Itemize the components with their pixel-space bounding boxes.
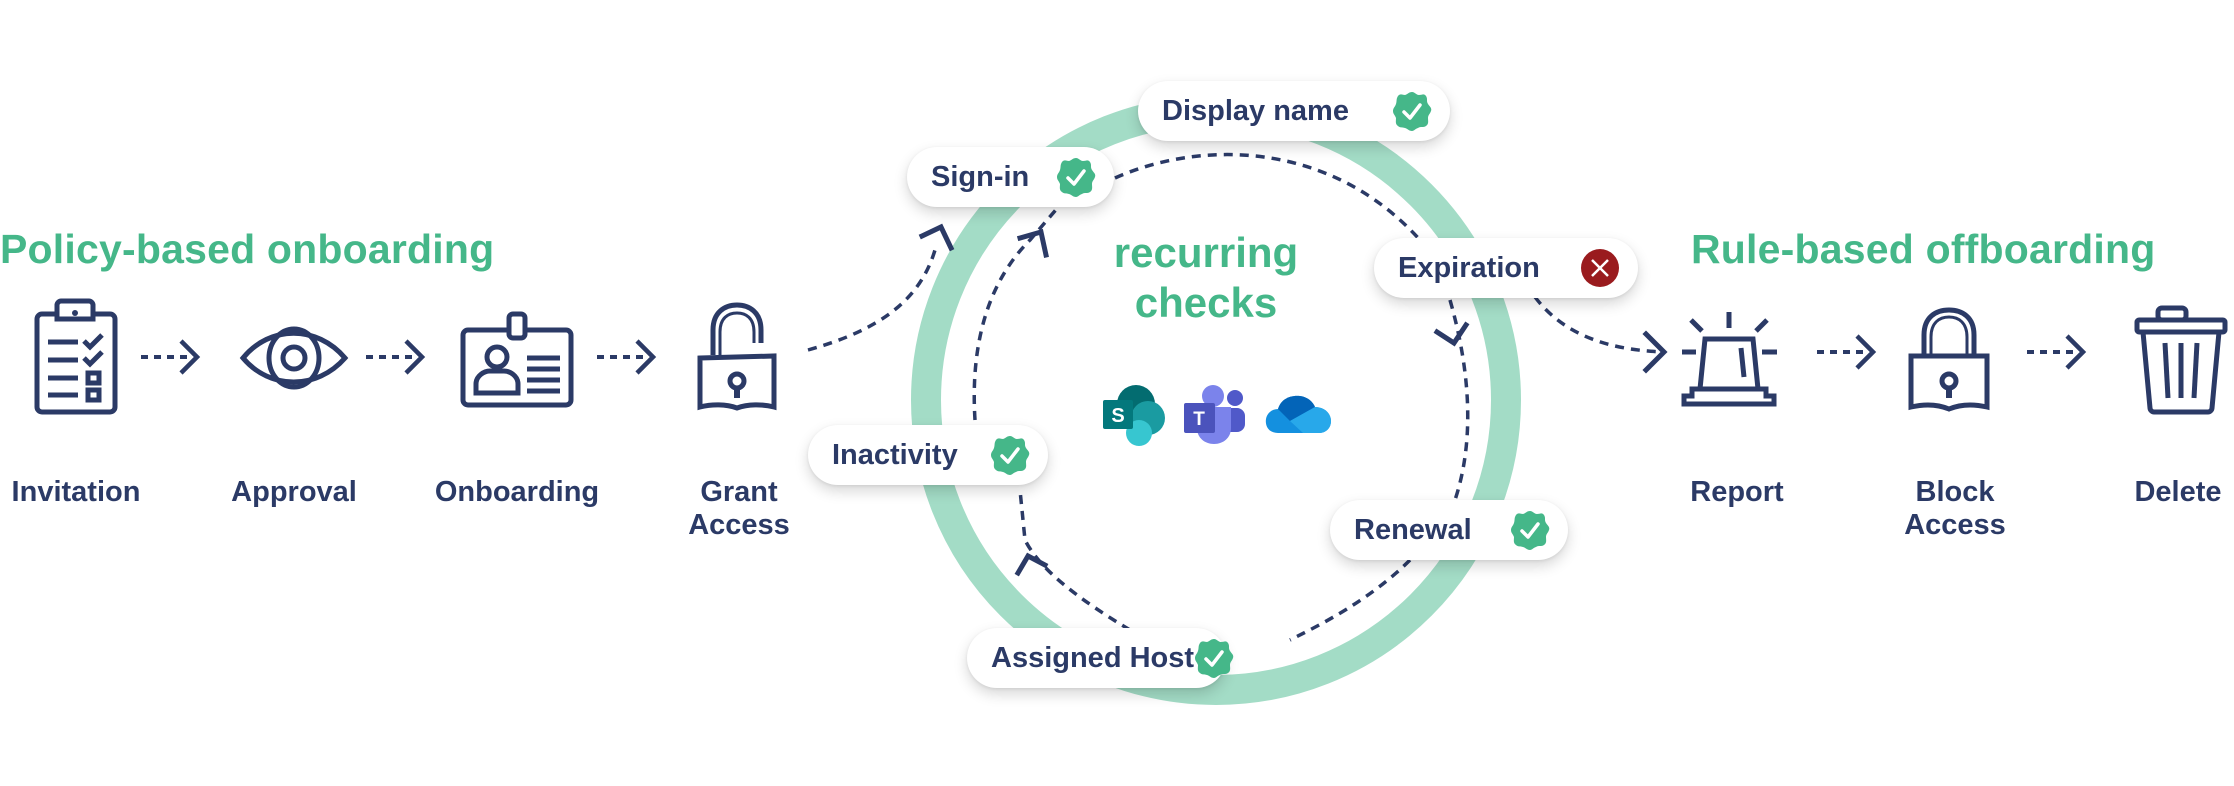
check-pill-display-name: Display name <box>1138 81 1450 141</box>
onboarding-arrows <box>141 339 657 375</box>
arrowhead-up-inner <box>1016 228 1049 258</box>
step-label-line1: Delete <box>2134 476 2222 508</box>
path-expiration-to-report <box>1533 295 1666 354</box>
step-label-line1: Report <box>1690 476 1784 508</box>
clipboard-checklist-icon <box>34 298 118 415</box>
step-delete: Delete <box>2078 476 2234 509</box>
cycle-dashed-paths <box>807 152 1666 642</box>
check-pill-sign-in: Sign-in <box>907 147 1114 207</box>
arrowhead-down-expiration <box>1433 321 1470 347</box>
check-label: Display name <box>1162 94 1349 127</box>
check-label: Assigned Host <box>991 641 1195 674</box>
step-block-access: Block Access <box>1855 476 2055 542</box>
eye-icon <box>239 326 349 390</box>
unlocked-padlock-icon <box>697 302 777 411</box>
arrowhead-up-outer <box>918 223 955 252</box>
step-onboarding: Onboarding <box>417 476 617 509</box>
check-label: Renewal <box>1354 513 1472 546</box>
check-label: Expiration <box>1398 251 1540 284</box>
step-grant-access: Grant Access <box>639 476 839 542</box>
step-label-line1: Approval <box>231 476 357 508</box>
step-label-line2: Access <box>1904 509 2006 541</box>
offboarding-arrows <box>1817 334 2087 370</box>
id-badge-icon <box>460 311 574 408</box>
locked-padlock-icon <box>1908 307 1990 412</box>
step-label-line1: Onboarding <box>434 476 600 508</box>
check-pill-expiration: Expiration <box>1374 238 1638 298</box>
step-label-line2: Access <box>688 509 790 541</box>
check-pill-renewal: Renewal <box>1330 500 1568 560</box>
check-badge-icon <box>991 436 1030 475</box>
step-label-line1: Invitation <box>11 476 141 508</box>
path-expiration-to-renewal <box>1448 299 1470 501</box>
check-badge-icon <box>1511 511 1550 550</box>
check-badge-icon <box>1195 639 1234 678</box>
check-label: Inactivity <box>832 438 958 471</box>
recurring-title-line2: checks <box>1134 279 1278 326</box>
path-grant-to-cycle <box>807 249 937 352</box>
arrow-block-to-delete <box>2027 334 2087 370</box>
path-signin-to-expiration <box>1114 152 1452 296</box>
step-label-line1: Grant <box>700 476 778 508</box>
step-report: Report <box>1637 476 1837 509</box>
arrow-approval-to-onboarding <box>366 339 426 375</box>
onboarding-title: Policy-based onboarding <box>0 226 495 272</box>
arrow-invitation-to-approval <box>141 339 201 375</box>
step-label-line1: Block <box>1915 476 1995 508</box>
teams-icon: T <box>1184 385 1245 444</box>
fail-x-icon <box>1581 249 1619 287</box>
svg-text:T: T <box>1193 409 1205 430</box>
sharepoint-icon: S <box>1103 385 1165 446</box>
arrow-report-to-block <box>1817 334 1877 370</box>
cycle-arrowheads <box>918 223 1668 577</box>
recurring-checks-title: recurring checks <box>1076 228 1336 328</box>
check-pill-inactivity: Inactivity <box>808 425 1048 485</box>
check-badge-icon <box>1057 158 1096 197</box>
check-badge-icon <box>1393 92 1432 131</box>
step-invitation: Invitation <box>0 476 176 509</box>
arrow-onboarding-to-grant <box>597 339 657 375</box>
check-pill-assigned-host: Assigned Host <box>967 628 1234 688</box>
path-renewal-to-assignedhost <box>1289 558 1412 642</box>
arrowhead-right-report <box>1642 330 1668 374</box>
check-label: Sign-in <box>931 160 1030 193</box>
path-inactivity-to-signin <box>972 203 1062 421</box>
path-assignedhost-to-inactivity <box>1018 489 1131 632</box>
recurring-title-line1: recurring <box>1113 229 1299 276</box>
svg-text:S: S <box>1111 405 1124 427</box>
arrowhead-up-assignedhost <box>1014 552 1049 577</box>
trash-can-icon <box>2134 305 2228 415</box>
offboarding-title: Rule-based offboarding <box>1691 226 2156 272</box>
siren-alarm-icon <box>1681 312 1777 407</box>
onedrive-icon <box>1265 395 1331 433</box>
step-approval: Approval <box>194 476 394 509</box>
